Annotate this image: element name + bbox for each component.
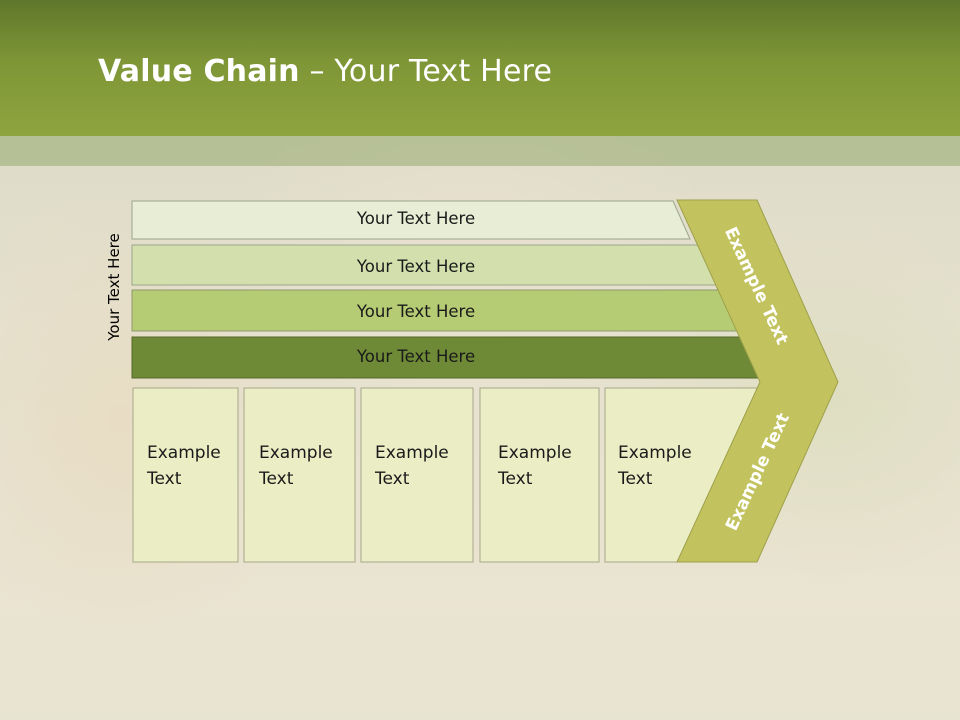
box-2 — [243, 387, 356, 563]
box-3 — [360, 387, 474, 563]
bar-1 — [131, 200, 691, 240]
page-title: Value Chain – Your Text Here — [98, 54, 552, 89]
reflection-fade — [0, 562, 960, 720]
box-1-label: Example Text — [147, 443, 221, 489]
title-bold: Value Chain — [98, 54, 300, 89]
bar-1-label: Your Text Here — [356, 209, 476, 228]
box-4-label: Example Text — [498, 443, 572, 489]
bar-4-label: Your Text Here — [356, 347, 476, 366]
box-5-label: Example Text — [618, 443, 692, 489]
box-1 — [132, 387, 239, 563]
bar-3-label: Your Text Here — [356, 302, 476, 321]
box-3-label: Example Text — [375, 443, 449, 489]
title-rest: – Your Text Here — [299, 54, 553, 89]
box-2-label: Example Text — [259, 443, 333, 489]
title-bar — [0, 0, 960, 136]
title-bar-band — [0, 136, 960, 166]
box-4 — [479, 387, 600, 563]
bar-2-label: Your Text Here — [356, 257, 476, 276]
